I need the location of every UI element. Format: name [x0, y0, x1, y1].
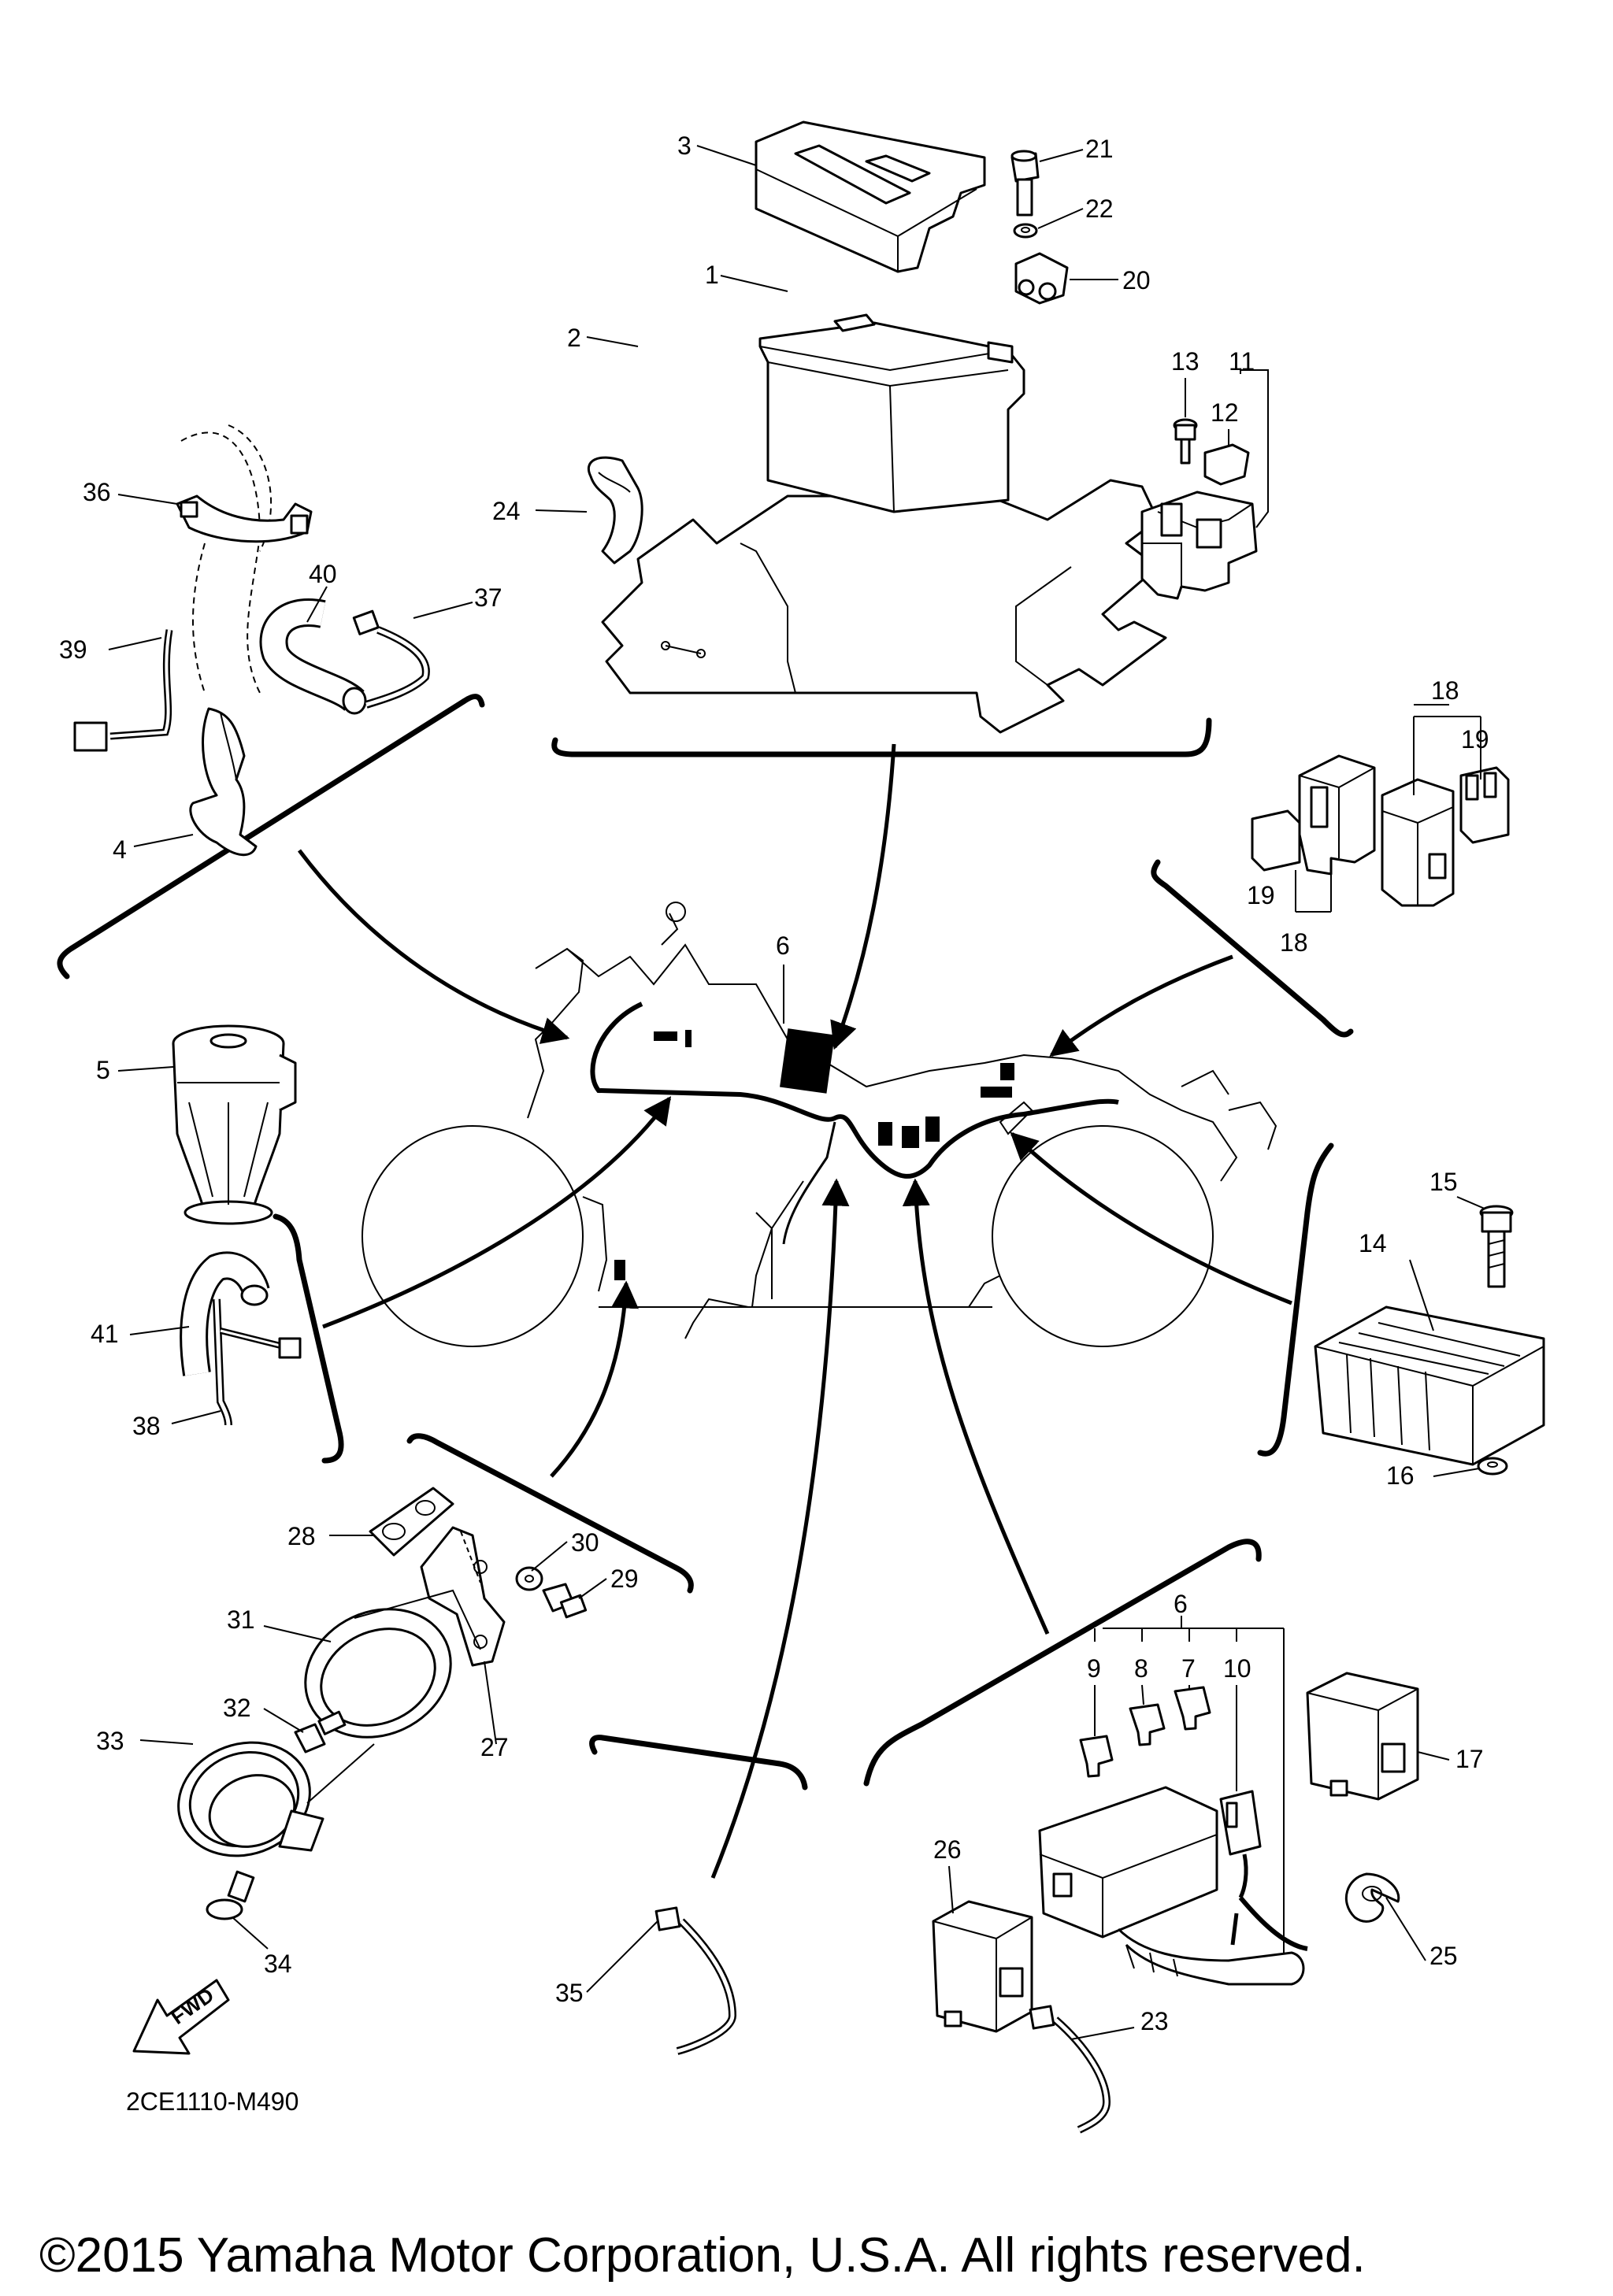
- hose-41: [180, 1251, 270, 1376]
- callout-6a: 6: [776, 931, 790, 960]
- washer-22: [1013, 223, 1038, 239]
- callout-40: 40: [309, 560, 337, 588]
- callout-19b: 19: [1247, 881, 1275, 909]
- steering-outline: [180, 424, 273, 694]
- callout-16: 16: [1386, 1461, 1415, 1490]
- fuse-box-6: [1038, 1786, 1308, 1986]
- callout-11: 11: [1229, 347, 1255, 376]
- copyright-notice: ©2015 Yamaha Motor Corporation, U.S.A. A…: [39, 2228, 1366, 2283]
- callout-19a: 19: [1461, 725, 1489, 754]
- rectifier-regulator-14: [1314, 1305, 1545, 1466]
- callout-4: 4: [113, 835, 127, 864]
- callout-38: 38: [132, 1412, 161, 1440]
- starter-relay-11: [1140, 491, 1258, 600]
- callout-37: 37: [474, 583, 502, 612]
- callout-1: 1: [705, 261, 719, 289]
- bolt-21: [1010, 150, 1040, 217]
- relay-19-right: [1459, 766, 1510, 844]
- battery-band-24: [588, 456, 643, 565]
- terminal-20: [1014, 252, 1069, 305]
- horn-cover-31: [304, 1589, 481, 1739]
- bolt-15: [1479, 1205, 1514, 1288]
- relay-18-right: [1381, 778, 1455, 907]
- main-switch-5: [172, 1024, 297, 1225]
- callout-2: 2: [567, 324, 581, 352]
- callout-20: 20: [1122, 266, 1151, 294]
- hose-40: [259, 598, 367, 715]
- callout-32: 32: [223, 1694, 251, 1722]
- callout-33: 33: [96, 1727, 124, 1755]
- fwd-arrow: FWD: [132, 1979, 230, 2055]
- clamp-4: [189, 707, 258, 857]
- callout-14: 14: [1359, 1229, 1387, 1257]
- callout-35: 35: [555, 1979, 584, 2007]
- callout-6b: 6: [1174, 1590, 1188, 1618]
- bolt-29: [542, 1583, 588, 1619]
- washer-30: [515, 1566, 543, 1591]
- relay-26: [932, 1900, 1033, 2033]
- callout-7: 7: [1181, 1654, 1196, 1683]
- relay-18-left: [1298, 754, 1376, 876]
- callout-26: 26: [933, 1835, 962, 1864]
- callout-8: 8: [1134, 1654, 1148, 1683]
- callout-arrows: [298, 743, 1292, 1879]
- horn-33: [177, 1741, 375, 1857]
- callout-5: 5: [96, 1056, 110, 1084]
- callout-36: 36: [83, 478, 111, 506]
- callout-18a: 18: [1431, 676, 1459, 705]
- callout-28: 28: [287, 1522, 316, 1550]
- bolt-34: [206, 1870, 255, 1920]
- callout-34: 34: [264, 1950, 292, 1978]
- leader-lines: [108, 145, 1485, 2040]
- clamp-36: [176, 494, 313, 543]
- battery-1: [758, 313, 1025, 513]
- callout-21: 21: [1085, 135, 1114, 163]
- relay-17: [1306, 1672, 1419, 1801]
- battery-box-flat-2: [601, 479, 1167, 734]
- callout-31: 31: [227, 1605, 255, 1634]
- callout-10: 10: [1223, 1654, 1251, 1683]
- callout-numbers: 3 1 2 21 22 20 13 12 11 24 36 40 37 39 4…: [59, 131, 1489, 2035]
- battery-cover-3: [755, 120, 986, 273]
- plate-28: [369, 1487, 454, 1557]
- fuse-8: [1129, 1703, 1166, 1746]
- callout-24: 24: [492, 497, 521, 525]
- callout-18b: 18: [1280, 928, 1308, 957]
- harness-clamp-39: [73, 629, 173, 752]
- callout-9: 9: [1087, 1654, 1101, 1683]
- bracket-27: [420, 1526, 506, 1667]
- cable-tie-35: [654, 1906, 737, 2055]
- callout-27: 27: [480, 1733, 509, 1761]
- fuse-9: [1079, 1735, 1114, 1778]
- callout-3: 3: [677, 131, 692, 160]
- fuse-12: [1203, 443, 1250, 486]
- wire-harness-center: [590, 1002, 1119, 1280]
- callout-39: 39: [59, 635, 87, 664]
- callout-22: 22: [1085, 194, 1114, 223]
- callout-29: 29: [610, 1565, 639, 1593]
- clamp-25: [1344, 1872, 1400, 1923]
- cable-38: [213, 1298, 302, 1426]
- fuse-7: [1174, 1686, 1211, 1731]
- callout-15: 15: [1429, 1168, 1458, 1196]
- motorcycle-silhouette: [362, 902, 1277, 1347]
- callout-23: 23: [1140, 2007, 1169, 2035]
- diagram-code: 2CE1110-M490: [126, 2087, 298, 2116]
- callout-13: 13: [1171, 347, 1200, 376]
- callout-30: 30: [571, 1528, 599, 1557]
- callout-12: 12: [1211, 398, 1239, 427]
- group-brackets: [57, 694, 1354, 1791]
- washer-16: [1477, 1457, 1508, 1476]
- cable-tie-23: [1029, 2005, 1111, 2134]
- cable-tie-37: [352, 609, 430, 709]
- callout-17: 17: [1455, 1745, 1484, 1773]
- screw-13: [1173, 418, 1198, 465]
- relay-19-left: [1251, 809, 1301, 872]
- connector-10: [1219, 1790, 1262, 1899]
- callout-25: 25: [1429, 1942, 1458, 1970]
- callout-41: 41: [91, 1320, 119, 1348]
